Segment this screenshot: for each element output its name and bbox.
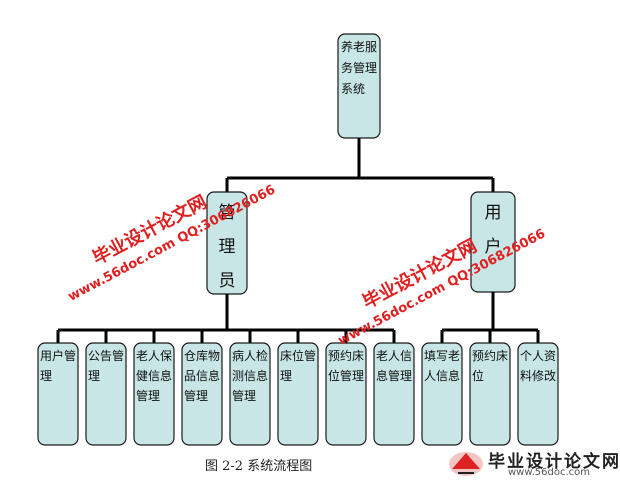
leaf-node-1-2 [517, 342, 559, 446]
leaf-node-1-0-label-line-1: 人信息 [424, 368, 460, 383]
leaf-node-1-0-label-line-0: 填写老 [424, 349, 460, 363]
leaf-node-0-2 [133, 342, 175, 446]
leaf-node-0-6-label-line-0: 预约床 [328, 348, 364, 363]
leaf-node-0-1-label-line-0: 公告管 [88, 348, 124, 363]
leaf-node-0-3 [181, 342, 223, 446]
leaf-node-0-0-label-line-0: 用户管 [40, 348, 76, 363]
logo-url: www.56doc.com [508, 467, 591, 478]
leaf-node-0-7-label-line-0: 老人信 [376, 349, 412, 363]
leaf-node-1-2-label-line-1: 料修改 [520, 368, 556, 383]
leaf-node-1-1-label-line-0: 预约床 [472, 348, 508, 363]
root-node-label-line-1: 务管理 [341, 60, 377, 75]
logo-icon [449, 452, 483, 476]
leaf-node-0-2-label-line-0: 老人保 [136, 349, 172, 363]
leaf-node-0-0 [37, 342, 79, 446]
leaf-node-0-4-label-line-1: 测信息 [232, 368, 268, 383]
leaf-node-0-2-label-line-1: 健信息 [136, 368, 172, 383]
leaf-node-1-2-label-line-0: 个人资 [520, 349, 556, 363]
leaf-node-0-6-label-line-1: 位管理 [328, 368, 364, 383]
branch-node-1-label-line-0: 用 [485, 203, 502, 223]
figure-caption: 图 2-2 系统流程图 [205, 459, 313, 474]
leaf-node-0-4-label-line-2: 管理 [232, 388, 256, 403]
leaf-node-0-6 [325, 342, 367, 446]
leaf-node-0-3-label-line-0: 仓库物 [184, 348, 220, 363]
leaf-node-0-5-label-line-1: 理 [280, 369, 292, 383]
leaf-node-0-5 [277, 342, 319, 446]
leaf-node-0-4-label-line-0: 病人检 [232, 348, 268, 363]
logo-text: 毕业设计论文网 [488, 452, 620, 472]
leaf-node-0-1 [85, 342, 127, 446]
site-logo: 毕业设计论文网 www.56doc.com [446, 447, 619, 481]
leaf-node-0-0-label-line-1: 理 [40, 369, 52, 383]
leaf-node-0-4 [229, 342, 271, 446]
leaf-node-0-7-label-line-1: 息管理 [376, 368, 412, 383]
leaf-node-0-2-label-line-2: 管理 [136, 388, 160, 403]
root-node-label-line-2: 系统 [341, 82, 365, 96]
branch-node-0-label-line-0: 管 [219, 203, 236, 223]
branch-node-1-label-line-1: 户 [485, 237, 502, 257]
leaf-node-0-7 [373, 342, 415, 446]
leaf-node-0-3-label-line-2: 管理 [184, 388, 208, 403]
leaf-node-0-1-label-line-1: 理 [88, 369, 100, 383]
leaf-node-1-0 [421, 342, 463, 446]
root-node-label-line-0: 养老服 [341, 39, 377, 54]
leaf-node-1-1 [469, 342, 511, 446]
leaf-node-1-1-label-line-1: 位 [472, 368, 484, 383]
leaf-node-0-5-label-line-0: 床位管 [280, 348, 316, 363]
branch-node-0-label-line-2: 员 [219, 271, 236, 291]
branch-node-0-label-line-1: 理 [219, 237, 236, 257]
leaf-node-0-3-label-line-1: 品信息 [184, 368, 220, 383]
